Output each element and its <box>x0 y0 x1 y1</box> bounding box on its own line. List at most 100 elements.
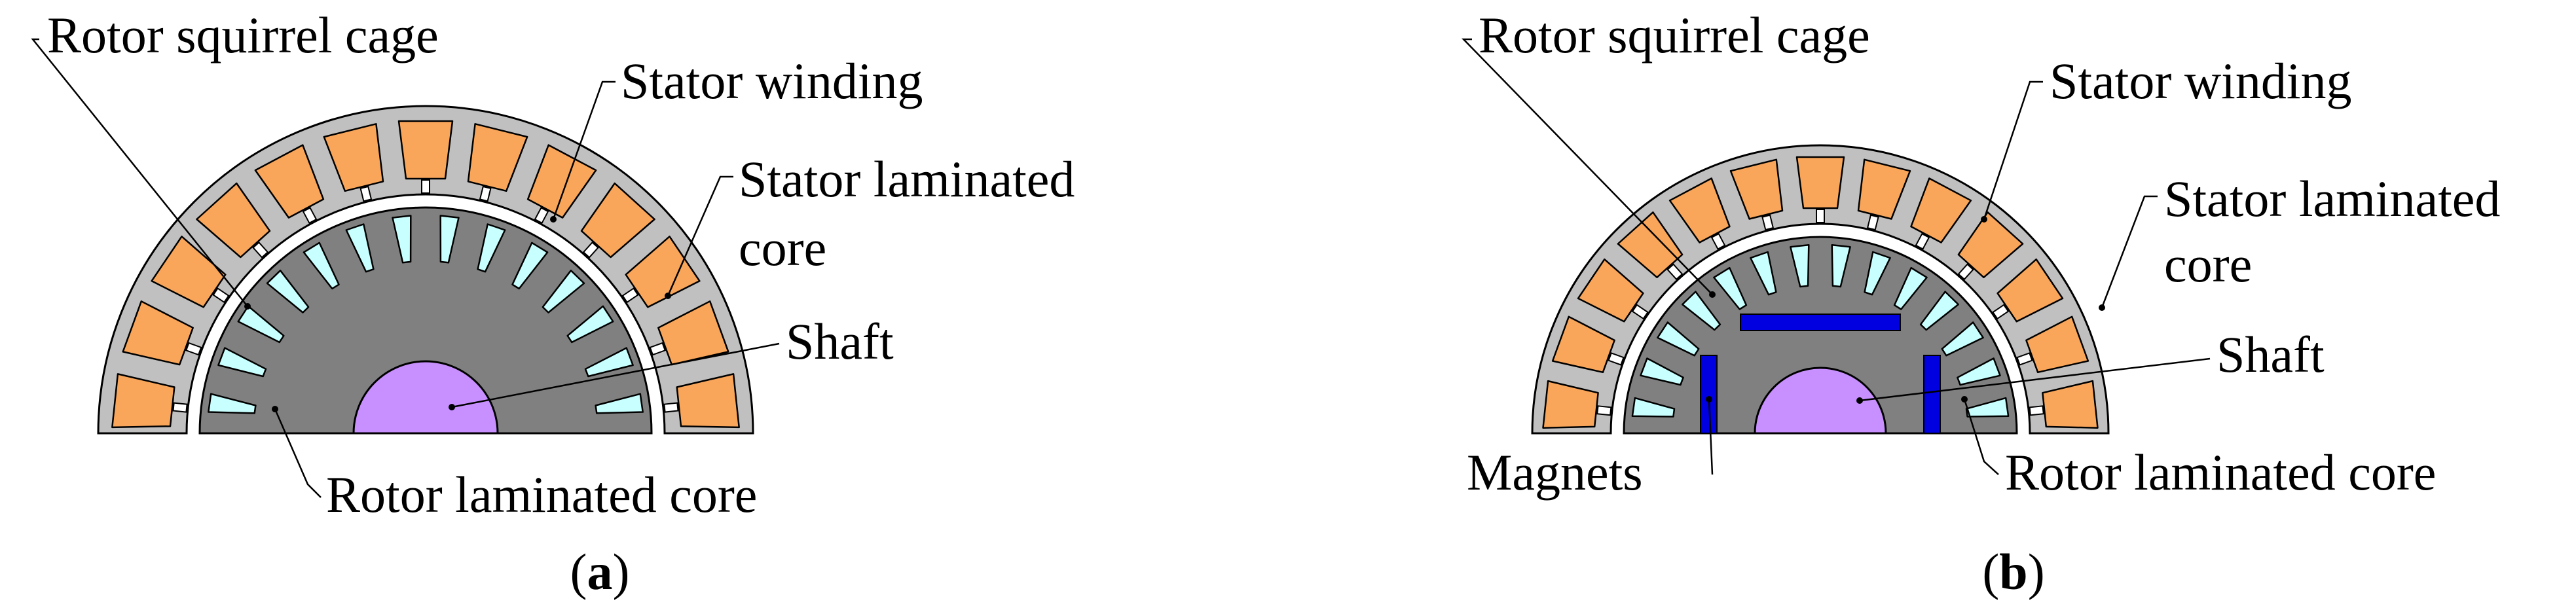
panel-b-magnet-left <box>1700 355 1718 434</box>
panel-a-rotor-bar <box>345 223 375 273</box>
panel-b: Rotor squirrel cage Stator winding Stato… <box>1462 7 2500 600</box>
panel-b-stator-winding-slot <box>1631 304 1649 320</box>
panel-a-stator-winding-coil <box>196 182 271 259</box>
panel-b-leader-line <box>1462 38 1713 295</box>
panel-b-rotor-bar <box>1682 291 1721 331</box>
panel-a-stator-winding-slot <box>479 185 492 202</box>
panel-b-leader-dot <box>1706 396 1712 403</box>
panel-a-stator-winding-slot <box>302 207 318 224</box>
panel-a-rotor-bar <box>542 270 585 314</box>
panel-b-label-stator-core-line2: core <box>2164 236 2252 293</box>
panel-a: Rotor squirrel cage Stator winding Stato… <box>31 7 1075 600</box>
panel-a-stator-core <box>97 105 754 435</box>
panel-a-stator-winding-coil <box>657 300 729 366</box>
panel-a-label-rotor-core: Rotor laminated core <box>326 466 757 523</box>
panel-b-rotor-bar <box>1631 397 1676 418</box>
panel-a-label-stator-winding: Stator winding <box>621 52 923 109</box>
panel-b-label-shaft: Shaft <box>2217 326 2325 383</box>
panel-b-caption: (b) <box>1982 543 2044 600</box>
panel-b-rotor-bar <box>1790 243 1810 288</box>
panel-b-leader-dot <box>1709 291 1716 298</box>
panel-a-leader-dot <box>550 216 557 223</box>
panel-a-caption: (a) <box>570 543 630 600</box>
panel-a-rotor-bar <box>208 393 257 414</box>
panel-b-stator-winding-slot <box>1666 263 1684 281</box>
panel-a-rotor-bar <box>266 270 310 314</box>
panel-b-stator-winding-coil <box>1910 177 1972 243</box>
panel-b-stator-winding-coil <box>1795 156 1845 209</box>
panel-a-rotor-bar <box>511 242 549 290</box>
panel-a-stator-winding-coil <box>111 373 175 429</box>
panel-a-rotor-bar <box>392 215 412 264</box>
panel-b-stator-winding-coil <box>2042 380 2099 429</box>
panel-b-stator-winding-slot <box>1596 405 1612 416</box>
panel-a-leader-line <box>552 81 616 220</box>
panel-a-stator-winding-slot <box>185 342 202 356</box>
panel-b-stator-winding-slot <box>1816 209 1825 223</box>
panel-b-magnet-top <box>1740 314 1901 331</box>
panel-b-leader-line <box>2101 195 2158 308</box>
panel-a-stator-winding-coil <box>254 144 325 219</box>
panel-a-rotor-bars <box>208 215 644 414</box>
panel-b-magnets <box>1700 314 1941 434</box>
panel-b-label-rotor-cage: Rotor squirrel cage <box>1479 7 1870 63</box>
panel-b-stator-winding-coil <box>2025 315 2089 374</box>
panel-b-stator-winding-slot <box>1992 304 2010 320</box>
panel-b-leader-dot <box>1961 396 1968 403</box>
panel-a-leader-line <box>274 408 322 498</box>
panel-b-stator-windings <box>1542 156 2099 429</box>
panel-a-leader-dot <box>244 303 251 310</box>
panel-b-stator-winding-coil <box>1957 211 2024 279</box>
panel-b-stator-winding-coil <box>1617 211 1684 279</box>
panel-b-rotor-bar <box>1657 321 1700 357</box>
panel-b-rotor-bar <box>1957 357 2001 386</box>
panel-a-stator-winding-coil <box>151 236 227 308</box>
panel-b-rotor-bar <box>1831 243 1851 288</box>
panel-a-stator-winding-slot <box>649 342 666 356</box>
panel-a-stator-winding-coil <box>467 123 528 192</box>
panel-a-stator-winding-slot <box>172 402 188 413</box>
panel-b-stator-winding-coil <box>1551 315 1615 374</box>
panel-a-leader-dot <box>449 404 455 410</box>
panel-a-stator-winding-coil <box>122 300 194 366</box>
panel-a-stator-winding-slot <box>534 207 549 224</box>
panel-b-stator-core <box>1531 144 2110 435</box>
panel-b-stator-winding-coil <box>1857 158 1911 220</box>
panel-b-stator-winding-coil <box>1729 158 1784 220</box>
panel-b-stator-winding-slot <box>2029 405 2044 416</box>
panel-b-shaft <box>1754 367 1887 435</box>
panel-a-label-shaft: Shaft <box>786 313 894 370</box>
panel-a-stator-winding-slot <box>582 241 599 259</box>
panel-b-label-magnets: Magnets <box>1467 444 1643 501</box>
panel-a-leader-line <box>451 342 780 408</box>
panel-a-stator-winding-coil <box>397 120 454 180</box>
panel-a-rotor-bar <box>595 393 644 414</box>
panel-b-rotor-bar <box>1893 266 1928 310</box>
panel-b-rotor-bar <box>1919 291 1959 331</box>
panel-a-leader-dot <box>665 293 671 299</box>
panel-a-rotor-bar <box>566 305 614 344</box>
panel-a-rotor-bar <box>439 215 460 264</box>
panel-a-rotor-bar <box>584 347 634 378</box>
panel-a-stator-winding-slot <box>212 287 230 304</box>
panel-a-rotor-bar <box>303 242 340 290</box>
panel-b-label-rotor-core: Rotor laminated core <box>2005 444 2436 501</box>
panel-b-magnet-right <box>1923 355 1941 434</box>
panel-a-shaft <box>352 360 499 435</box>
panel-b-rotor-bar <box>1713 266 1748 310</box>
panel-a-label-rotor-cage: Rotor squirrel cage <box>47 7 439 63</box>
panel-a-stator-winding-slot <box>359 185 373 202</box>
panel-b-leader-line <box>1859 357 2211 402</box>
panel-b-stator-winding-slot <box>1957 263 1974 281</box>
panel-a-rotor-bar <box>217 347 267 378</box>
panel-b-stator-winding-coil <box>1542 380 1599 429</box>
panel-b-rotor-bar <box>1941 321 1984 357</box>
panel-a-leader-line <box>31 38 248 307</box>
panel-a-stator-windings <box>111 120 740 429</box>
panel-a-leader-dot <box>272 406 278 412</box>
panel-b-leader-line <box>1963 399 1999 475</box>
panel-b-stator-winding-slot <box>1761 214 1775 231</box>
panel-b-rotor-bar <box>1864 251 1891 296</box>
panel-b-stator-winding-coil <box>1668 177 1731 243</box>
panel-b-stator-winding-coil <box>1996 258 2064 323</box>
